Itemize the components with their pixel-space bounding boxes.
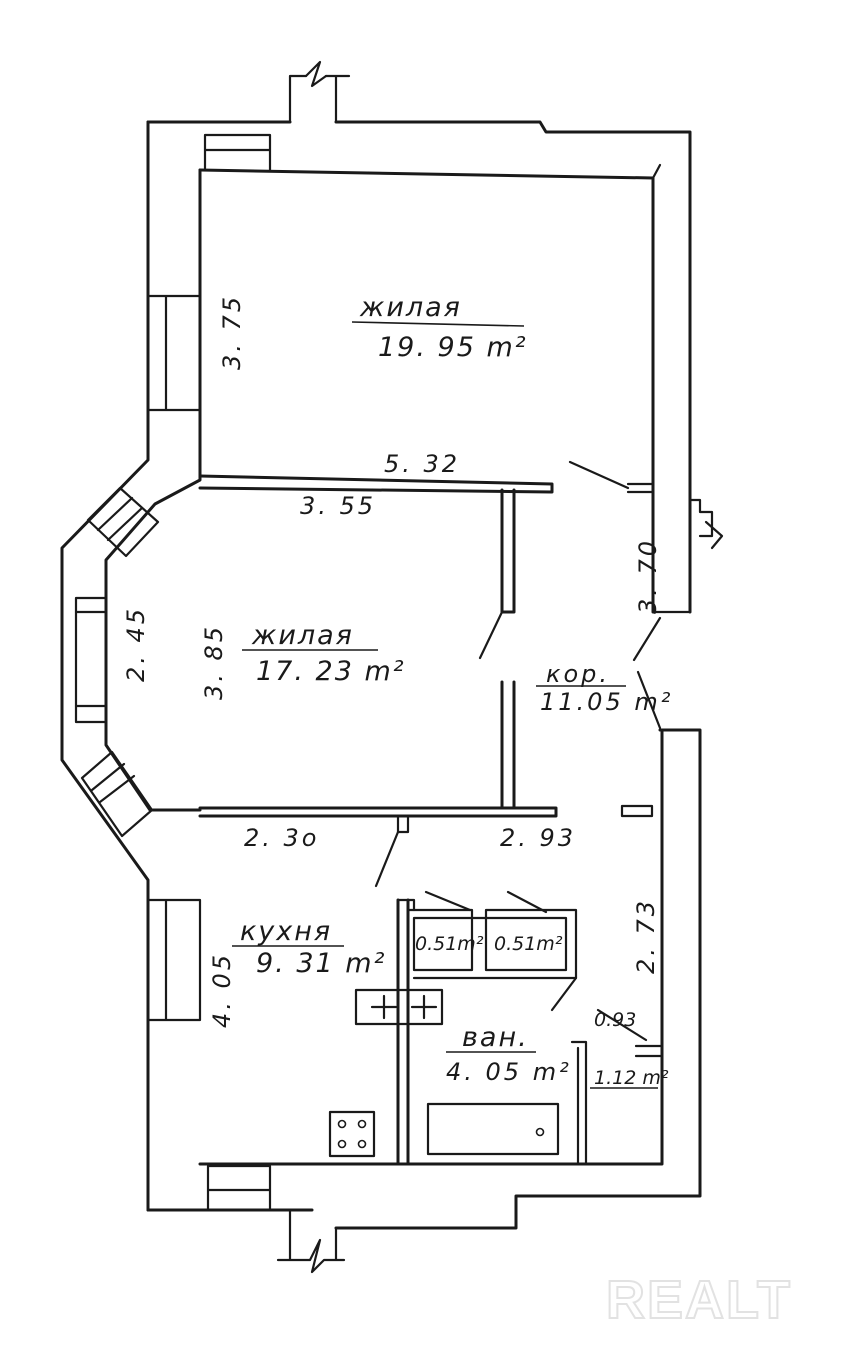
closet2-area: 0.51m² bbox=[494, 933, 563, 955]
dim-3-75: 3. 75 bbox=[218, 294, 246, 370]
living2-area: 17. 23 m² bbox=[256, 656, 406, 687]
wc-area: 1.12 m² bbox=[594, 1067, 669, 1089]
dim-4-05: 4. 05 bbox=[208, 952, 236, 1028]
corridor-area: 11.05 m² bbox=[540, 688, 673, 716]
interior-walls bbox=[198, 460, 664, 1166]
kitchen-area: 9. 31 m² bbox=[256, 948, 386, 979]
corridor-name: кор. bbox=[546, 660, 610, 688]
kitchen-name: кухня bbox=[240, 916, 332, 947]
bath-name: ван. bbox=[462, 1022, 529, 1053]
dim-3-85: 3. 85 bbox=[200, 624, 228, 700]
living1-area: 19. 95 m² bbox=[378, 332, 528, 363]
stove bbox=[328, 1110, 376, 1158]
bath-area: 4. 05 m² bbox=[446, 1058, 572, 1086]
sink-taps bbox=[370, 994, 438, 1020]
dim-0-93: 0.93 bbox=[594, 1009, 636, 1031]
dimension-labels: 3. 75 5. 32 3. 55 3. 70 2. 45 3. 85 2. 3… bbox=[122, 294, 662, 1031]
dim-3-70: 3. 70 bbox=[634, 538, 662, 614]
outer-walls bbox=[60, 60, 724, 1274]
dim-2-73: 2. 73 bbox=[632, 898, 660, 974]
living1-name: жилая bbox=[359, 292, 462, 323]
room-labels: жилая 19. 95 m² жилая 17. 23 m² кор. 11.… bbox=[232, 292, 673, 1089]
watermark-logo: REALT bbox=[606, 1270, 792, 1330]
dim-2-30: 2. 3o bbox=[244, 824, 319, 852]
closet1-area: 0.51m² bbox=[415, 933, 484, 955]
bathtub bbox=[426, 1102, 560, 1156]
dim-2-45: 2. 45 bbox=[122, 606, 150, 682]
dim-2-93: 2. 93 bbox=[500, 824, 576, 852]
living2-name: жилая bbox=[251, 620, 354, 651]
sink bbox=[354, 988, 444, 1026]
fixtures bbox=[328, 988, 560, 1158]
dim-3-55: 3. 55 bbox=[300, 492, 376, 520]
dim-5-32: 5. 32 bbox=[384, 450, 460, 478]
